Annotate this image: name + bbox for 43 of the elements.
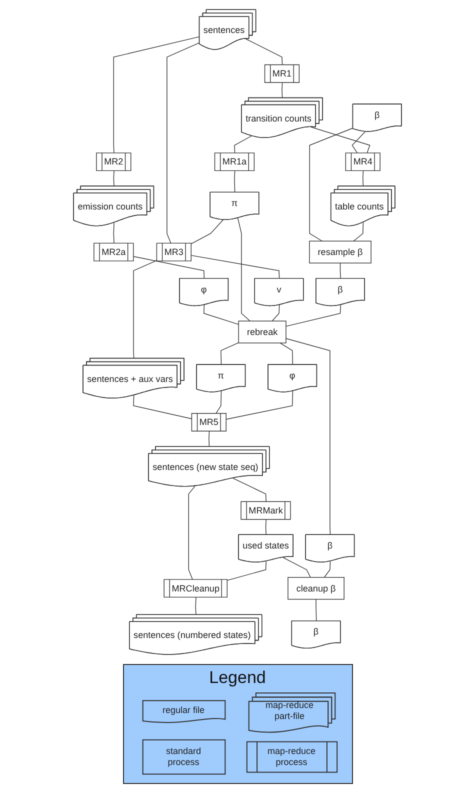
connector	[286, 304, 341, 327]
connector	[340, 262, 341, 280]
node-box: rebreak	[238, 320, 286, 344]
connector	[232, 478, 266, 502]
connector	[208, 431, 210, 448]
connector	[166, 42, 200, 244]
connector	[133, 394, 192, 420]
connector	[265, 519, 266, 536]
connector	[227, 560, 266, 581]
connector	[133, 260, 158, 359]
connector	[226, 390, 294, 420]
connector	[324, 560, 331, 578]
connector	[133, 256, 205, 280]
connector	[362, 170, 364, 187]
connector	[309, 128, 354, 242]
part-file-legend-entry: map-reduce part-file	[248, 692, 336, 732]
connector	[195, 597, 196, 616]
connector	[234, 136, 252, 154]
connector	[286, 338, 331, 536]
map-reduce-process-legend-entry: map-reduce process	[246, 740, 338, 773]
connector	[245, 38, 283, 66]
connector	[316, 598, 317, 622]
connector	[191, 219, 224, 244]
node-box: cleanup β	[288, 577, 344, 600]
process-legend-entry: standard process	[142, 738, 226, 775]
connector	[310, 126, 370, 154]
connector	[113, 170, 114, 187]
connector	[237, 218, 250, 322]
connector	[113, 36, 200, 154]
connector	[352, 131, 366, 154]
connector	[191, 255, 280, 280]
connector	[215, 390, 222, 414]
node-box: resample β	[309, 240, 372, 264]
connector	[204, 304, 239, 325]
connector	[234, 170, 236, 193]
connector	[272, 304, 280, 322]
connector	[282, 82, 283, 98]
connector	[113, 222, 114, 244]
connector	[353, 222, 364, 242]
connector	[188, 486, 196, 580]
file-legend-entry: regular file	[142, 700, 226, 724]
legend-title: Legend	[209, 668, 266, 688]
connector	[282, 557, 311, 578]
